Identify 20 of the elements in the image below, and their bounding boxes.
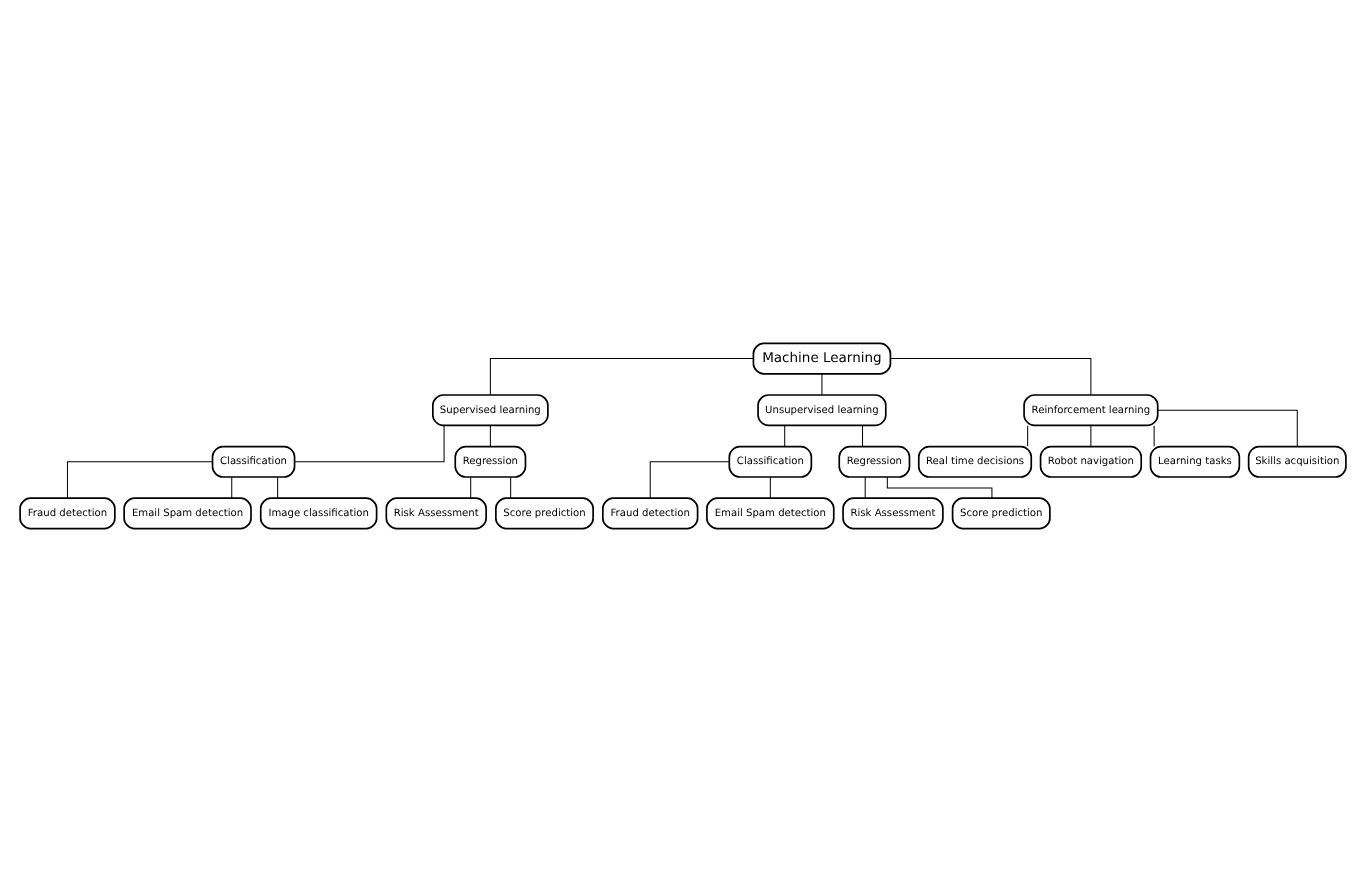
connector: [1027, 425, 1029, 447]
connector: [864, 476, 866, 499]
connector: [784, 425, 786, 447]
connector: [890, 358, 1092, 396]
connector: [489, 358, 754, 396]
connector: [821, 373, 823, 396]
connector: [1090, 425, 1092, 447]
connector: [294, 425, 445, 463]
connector: [1157, 409, 1298, 447]
connector: [649, 461, 730, 499]
connector: [862, 425, 864, 447]
connector: [1153, 425, 1155, 447]
connector: [769, 476, 771, 499]
connector: [66, 461, 213, 499]
connector: [510, 476, 512, 499]
connector: [231, 476, 233, 499]
connector: [489, 425, 491, 447]
connector: [470, 476, 472, 499]
connector: [277, 476, 279, 499]
connector: [886, 476, 993, 499]
